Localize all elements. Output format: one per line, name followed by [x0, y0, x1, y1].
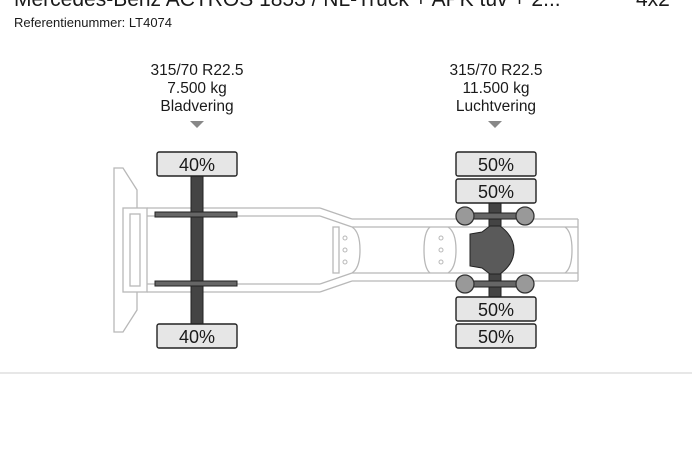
rear-axle-load: 11.500 kg	[462, 80, 530, 97]
tire-tread-percentage: 50%	[478, 155, 514, 175]
tire-tread-percentage: 40%	[179, 327, 215, 347]
tire-tread-percentage: 50%	[478, 300, 514, 320]
rear-tire-right-outer: 50%	[455, 323, 537, 349]
rear-axle-label: 315/70 R22.5 11.500 kg Luchtvering	[416, 62, 576, 116]
differential-housing	[469, 225, 515, 275]
front-axle-pointer-icon	[190, 121, 204, 128]
rear-axle-pointer-icon	[488, 121, 502, 128]
page-title: Mercedes-Benz ACTROS 1853 / NL-Truck + A…	[14, 0, 614, 13]
front-axle-tire-size: 315/70 R22.5	[150, 62, 244, 79]
front-bumper	[113, 167, 148, 333]
front-axle-label: 315/70 R22.5 7.500 kg Bladvering	[117, 62, 277, 116]
tire-tread-percentage: 50%	[478, 327, 514, 347]
rear-tire-left-inner: 50%	[455, 178, 537, 204]
tire-tread-percentage: 40%	[179, 155, 215, 175]
rear-axle-suspension: Luchtvering	[455, 98, 537, 115]
rear-tire-right-inner: 50%	[455, 296, 537, 322]
tire-tread-percentage: 50%	[478, 182, 514, 202]
front-axle-suspension: Bladvering	[160, 98, 234, 115]
rear-axle-tire-size: 315/70 R22.5	[449, 62, 543, 79]
front-tire-right: 40%	[156, 323, 238, 349]
rear-suspension-bellows	[455, 206, 535, 294]
front-tire-left: 40%	[156, 151, 238, 177]
rear-axle	[464, 199, 526, 301]
reference-number: Referentienummer: LT4074	[14, 15, 173, 30]
axle-configuration: 4x2	[636, 0, 670, 13]
frame-holes	[342, 235, 444, 265]
front-axle	[154, 175, 238, 325]
rear-tire-left-outer: 50%	[455, 151, 537, 177]
front-axle-load: 7.500 kg	[167, 80, 227, 97]
